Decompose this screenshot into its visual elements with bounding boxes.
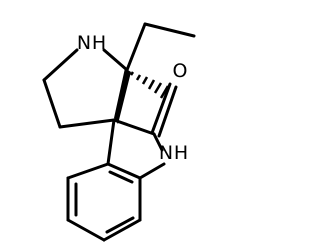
bond-nh-aryl	[138, 162, 166, 180]
atom-h-indole: H	[174, 142, 188, 164]
bond-quaternary-ch2	[125, 22, 147, 72]
ethyl-group	[125, 22, 196, 72]
atom-n-pyrrolidine: N	[77, 32, 91, 54]
lactam-ring	[106, 82, 178, 180]
bond-benz-double-c	[108, 170, 134, 184]
atom-h-pyrrolidine: H	[92, 32, 106, 54]
molecule-structure: N H O N H	[42, 22, 196, 242]
benzene-ring	[66, 162, 142, 242]
bond-quaternary-methyl-hashed	[129, 71, 170, 99]
bond-carbonyl-o-2	[157, 85, 178, 138]
atom-o-carbonyl: O	[173, 60, 188, 82]
bond-nh-ch2-left	[42, 48, 79, 82]
bond-ch2-ch2-left	[42, 78, 62, 129]
bond-benz-1	[106, 162, 142, 180]
bond-nh-quaternary	[102, 48, 129, 72]
bond-benz-6	[66, 162, 110, 180]
bond-carbonyl-o-1	[150, 82, 172, 135]
bond-spiro-aryl	[106, 118, 116, 166]
bond-benz-double-b	[105, 216, 135, 234]
pyrrolidine-ring	[42, 48, 129, 129]
bond-carbonyl-nh	[152, 132, 164, 152]
atom-labels: N H O N H	[77, 32, 188, 164]
bond-benz-4	[66, 218, 106, 242]
bond-spiro-quaternary-wedge	[114, 68, 131, 124]
bond-spiro-carbonyl	[112, 118, 156, 136]
atom-n-indole: N	[159, 142, 173, 164]
bond-ch2-spiro	[58, 118, 116, 129]
bond-ch2-ch3	[143, 22, 196, 38]
bond-benz-3	[102, 218, 142, 242]
